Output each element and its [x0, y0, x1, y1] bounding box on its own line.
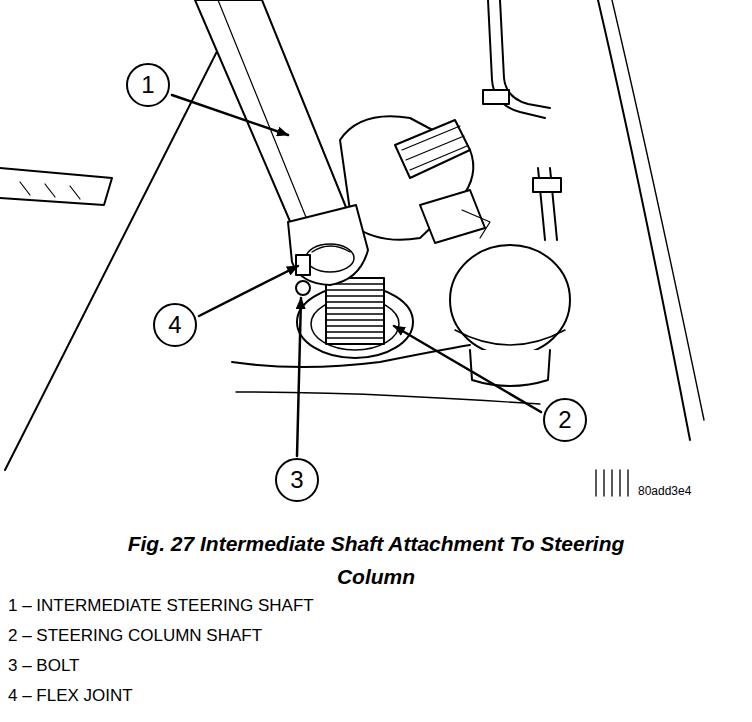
coil-lines — [326, 284, 384, 338]
panel-hatch — [20, 182, 80, 199]
switch-block — [420, 190, 485, 243]
callout-circle: 4 — [153, 303, 197, 347]
parts-key-line: 1 – INTERMEDIATE STEERING SHAFT — [8, 596, 314, 616]
fender-inner — [612, 0, 704, 420]
intermediate-shaft — [195, 0, 352, 240]
column-shaft — [326, 278, 384, 344]
booster — [450, 245, 570, 355]
figure-caption: Fig. 27 Intermediate Shaft Attachment To… — [100, 527, 652, 593]
callout-circle: 3 — [275, 458, 319, 502]
line-nut — [483, 90, 509, 104]
callout-number: 4 — [168, 313, 181, 337]
leader-line — [199, 266, 298, 316]
joint-clamp — [312, 246, 350, 252]
wire — [236, 392, 540, 404]
bolt-head — [296, 281, 310, 295]
callout-circle: 1 — [126, 63, 170, 107]
callout-number: 3 — [290, 468, 303, 492]
leader-line — [297, 298, 301, 456]
booster-rim — [455, 330, 565, 345]
leader-line — [172, 95, 288, 135]
parts-key-line: 4 – FLEX JOINT — [8, 686, 133, 706]
callout-number: 1 — [141, 73, 154, 97]
flex-joint — [288, 205, 368, 285]
parts-key-line: 2 – STEERING COLUMN SHAFT — [8, 626, 262, 646]
callout-number: 2 — [558, 408, 571, 432]
booster-base — [470, 350, 550, 386]
leader-line — [394, 326, 541, 412]
callout-circle: 2 — [543, 398, 587, 442]
hatch-marks — [596, 470, 628, 496]
panel-block — [0, 168, 112, 205]
drawing-code: 80add3e4 — [638, 484, 691, 498]
brake-fitting — [395, 120, 470, 178]
panel-edge — [5, 0, 243, 470]
switch-wire — [462, 210, 490, 238]
line-nut — [533, 178, 561, 192]
parts-key-line: 3 – BOLT — [8, 656, 80, 676]
joint-ring — [306, 244, 354, 272]
fender — [598, 0, 690, 440]
fitting-ridges — [402, 126, 467, 170]
